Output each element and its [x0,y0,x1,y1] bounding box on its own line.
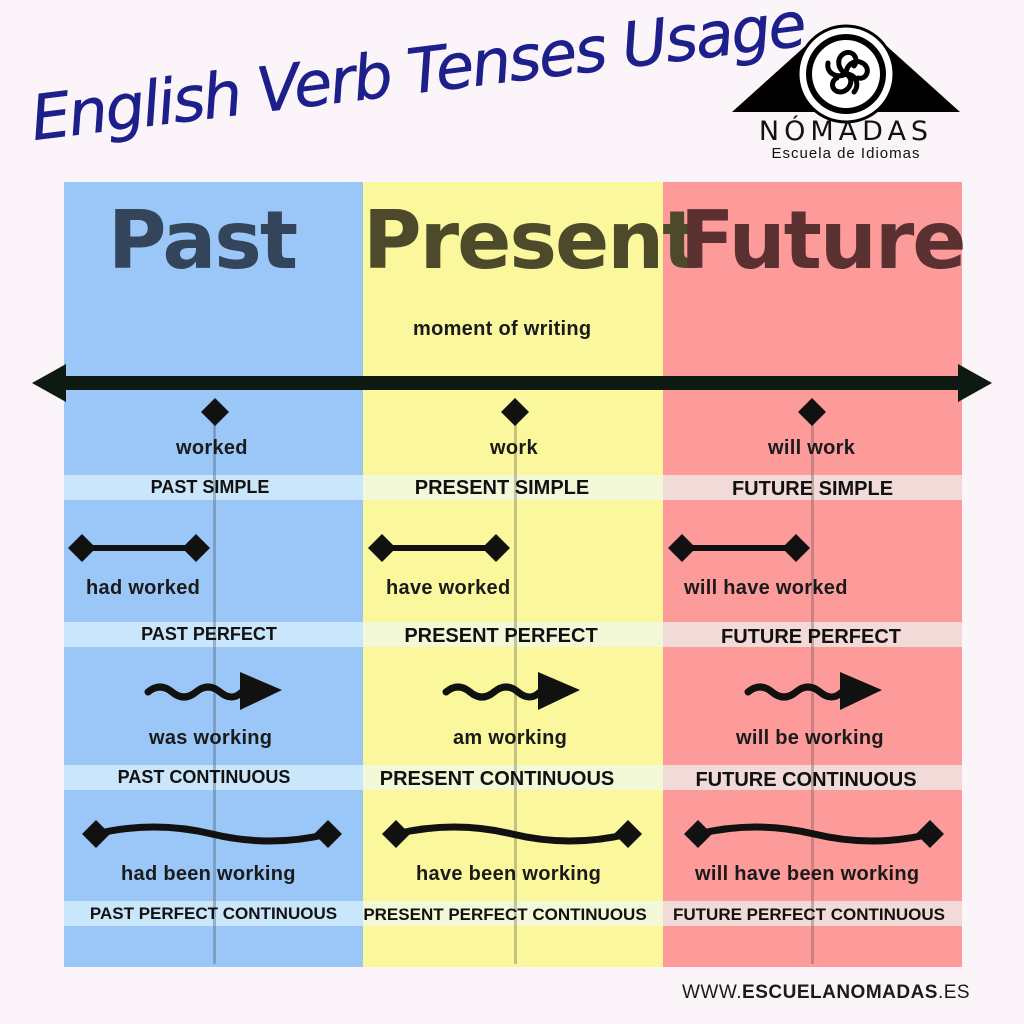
future-continuous-verb: will be working [736,727,884,749]
present-simple-label: PRESENT SIMPLE [414,477,590,499]
future-perfect-continuous-band [663,901,962,926]
present-perfect-continuous-verb: have been working [416,863,602,885]
future-continuous-label: FUTURE CONTINUOUS [695,769,917,791]
present-continuous-band [363,765,663,790]
past-simple-band [64,475,363,500]
past-simple-diamond [201,398,229,426]
past-heading: Past [107,194,298,287]
present-continuous-wave [442,672,580,710]
perfect-span-markers [68,534,810,562]
present-heading: Present [363,194,700,287]
future-continuous-band [663,765,962,790]
future-perfect-band [663,622,962,647]
timeline-arrow [32,364,992,402]
future-perfect-continuous-verb: will have been working [695,863,920,885]
present-continuous-label: PRESENT CONTINUOUS [379,768,615,790]
logo-tagline: Escuela de Idiomas [772,145,921,162]
future-continuous-wave [744,672,882,710]
future-perfect-span [668,534,810,562]
past-simple-verb: worked [176,437,248,459]
future-perfect-label: FUTURE PERFECT [721,626,901,648]
url-prefix: WWW. [682,982,743,1003]
present-continuous-verb: am working [453,727,568,749]
logo-emblem-icon: NÓMADAS Escuela de Idiomas [732,24,960,162]
website-link[interactable]: WWW.ESCUELANOMADAS.ES [682,982,970,1004]
past-perfect-continuous-span [82,820,342,848]
future-simple-band [663,475,962,500]
past-perfect-continuous-label: PAST PERFECT CONTINUOUS [89,904,338,923]
past-continuous-wave [144,672,282,710]
past-perfect-verb: had worked [86,577,201,599]
present-perfect-continuous-label: PRESENT PERFECT CONTINUOUS [363,905,647,924]
past-continuous-label: PAST CONTINUOUS [117,767,291,787]
past-perfect-continuous-band [64,901,363,926]
past-perfect-band [64,622,363,647]
present-simple-band [363,475,663,500]
present-perfect-label: PRESENT PERFECT [404,625,598,647]
future-simple-diamond [798,398,826,426]
future-perfect-continuous-span [684,820,944,848]
future-simple-label: FUTURE SIMPLE [731,478,894,500]
perfect-continuous-wave-spans [82,820,944,848]
future-simple-verb: will work [768,437,856,459]
moment-of-writing-label: moment of writing [413,318,592,340]
present-perfect-verb: have worked [386,577,511,599]
future-heading: Future [680,194,967,287]
past-simple-label: PAST SIMPLE [150,477,270,497]
logo-name: NÓMADAS [759,115,933,147]
past-continuous-band [64,765,363,790]
past-perfect-label: PAST PERFECT [141,624,277,644]
url-main: ESCUELANOMADAS [742,982,938,1003]
url-suffix: .ES [937,982,971,1003]
past-perfect-span [68,534,210,562]
past-continuous-verb: was working [149,727,273,749]
present-perfect-continuous-span [382,820,642,848]
nomadas-logo: NÓMADAS Escuela de Idiomas [728,22,964,172]
future-perfect-continuous-label: FUTURE PERFECT CONTINUOUS [673,905,945,924]
continuous-wave-arrows [144,672,882,710]
present-perfect-span [368,534,510,562]
future-perfect-verb: will have worked [684,577,848,599]
present-perfect-continuous-band [363,901,663,926]
simple-point-markers [201,398,826,426]
present-simple-diamond [501,398,529,426]
past-perfect-continuous-verb: had been working [121,863,296,885]
present-simple-verb: work [490,437,538,459]
present-perfect-band [363,622,663,647]
